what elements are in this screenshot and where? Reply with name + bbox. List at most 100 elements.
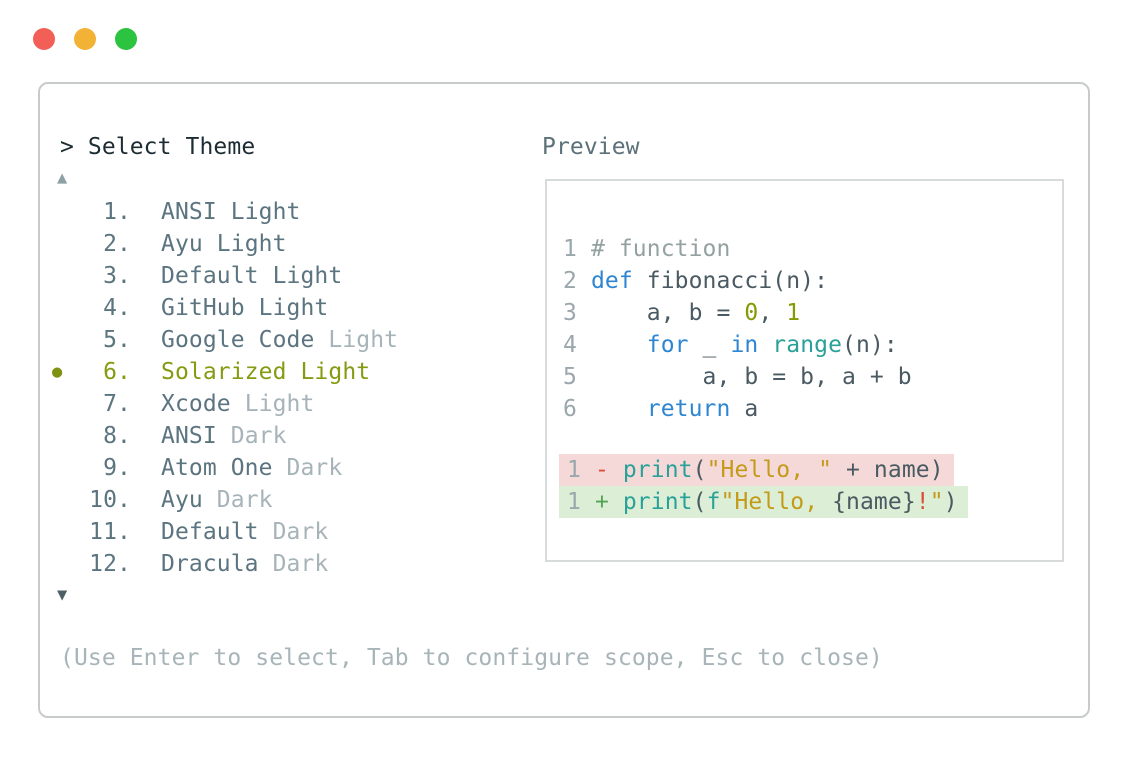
theme-suffix: Light [258,295,329,321]
theme-item-2[interactable]: 2. Ayu Light [52,228,398,260]
line-number: 1 [567,489,581,515]
code-line: 1 # function [563,233,912,265]
theme-item-11[interactable]: 11.Default Dark [52,516,398,548]
selected-bullet-icon [52,260,72,292]
theme-name: Default [161,519,273,545]
theme-item-number: 9. [103,455,131,481]
code-token: a, b = b, a + b [590,364,912,390]
theme-suffix: Light [272,263,343,289]
theme-name: Atom One [161,455,287,481]
code-token: print [622,457,693,483]
code-token: _ [688,332,731,358]
code-token: range [772,332,843,358]
theme-item-12[interactable]: 12.Dracula Dark [52,548,398,580]
theme-item-9[interactable]: 9. Atom One Dark [52,452,398,484]
theme-item-label: ANSI Light [161,196,301,228]
theme-item-label: Ayu Light [161,228,287,260]
theme-item-label: Google Code Light [161,324,398,356]
code-line: 4 for _ in range(n): [563,329,912,361]
code-token: ( [692,489,707,515]
theme-item-number: 12. [89,551,131,577]
theme-item-number: 1. [103,199,131,225]
theme-name: Xcode [161,391,245,417]
theme-name: Ayu [161,231,217,257]
theme-name: Solarized [161,359,301,385]
selected-bullet-icon [52,516,72,548]
selected-bullet-icon [52,292,72,324]
code-token: # function [590,236,731,262]
scroll-up-icon[interactable]: ▲ [57,168,68,188]
theme-item-label: GitHub Light [161,292,328,324]
line-number: 1 [567,457,581,483]
code-token: "Hello, " [706,457,833,483]
diff-preview: 1 - print("Hello, " + name)1 + print(f"H… [559,454,968,518]
close-button[interactable] [33,28,55,50]
theme-name: ANSI [161,423,231,449]
code-line: 2 def fibonacci(n): [563,265,912,297]
line-number: 6 [563,396,577,422]
line-number: 5 [563,364,577,390]
code-token: ) [943,489,958,515]
diff-sign: - [594,457,609,483]
code-token: " [929,489,944,515]
code-token: 0 [744,300,759,326]
code-token: a, b = [590,300,745,326]
theme-item-4[interactable]: 4. GitHub Light [52,292,398,324]
minimize-button[interactable] [74,28,96,50]
theme-name: GitHub [161,295,259,321]
selected-bullet-icon [52,420,72,452]
code-token [591,396,647,422]
diff-sign: + [594,489,609,515]
theme-item-label: Atom One Dark [161,452,342,484]
line-number: 1 [563,236,577,262]
code-token: 1 [786,300,801,326]
theme-suffix: Dark [216,487,273,513]
theme-item-10[interactable]: 10.Ayu Dark [52,484,398,516]
code-token [758,332,772,358]
theme-item-number: 6. [103,359,131,385]
theme-item-3[interactable]: 3.Default Light [52,260,398,292]
theme-name: Dracula [161,551,273,577]
selected-bullet-icon [52,324,72,356]
theme-suffix: Dark [230,423,287,449]
diff-added-line: 1 + print(f"Hello, {name}!") [559,486,968,518]
code-line: 3 a, b = 0, 1 [563,297,912,329]
code-token: + name) [832,457,944,483]
theme-item-number: 4. [103,295,131,321]
theme-item-label: Ayu Dark [161,484,273,516]
theme-item-7[interactable]: 7.Xcode Light [52,388,398,420]
selected-bullet-icon [52,228,72,260]
selected-bullet-icon [52,196,72,228]
code-token: , [758,300,787,326]
theme-item-5[interactable]: 5.Google Code Light [52,324,398,356]
zoom-button[interactable] [115,28,137,50]
theme-suffix: Light [300,359,371,385]
dialog-title: > Select Theme [60,134,256,160]
selected-bullet-icon [52,388,72,420]
help-text: (Use Enter to select, Tab to configure s… [60,645,883,671]
line-number: 2 [563,268,577,294]
scroll-down-icon[interactable]: ▼ [57,585,68,605]
theme-suffix: Dark [272,519,329,545]
code-token: for [646,332,689,358]
theme-item-number: 2. [103,231,131,257]
code-token: {name} [832,489,916,515]
code-token: in [730,332,759,358]
selected-bullet-icon [52,452,72,484]
theme-item-label: Solarized Light [161,356,370,388]
code-token: (n): [842,332,898,358]
theme-item-8[interactable]: 8.ANSI Dark [52,420,398,452]
theme-suffix: Light [230,199,301,225]
selected-bullet-icon: ● [52,362,63,382]
theme-item-6[interactable]: ● 6. Solarized Light [52,356,398,388]
code-token: fibonacci(n): [632,268,829,294]
code-token: ( [692,457,707,483]
theme-item-1[interactable]: 1. ANSI Light [52,196,398,228]
theme-name: Ayu [161,487,217,513]
theme-name: Default [161,263,273,289]
code-token: return [646,396,731,422]
